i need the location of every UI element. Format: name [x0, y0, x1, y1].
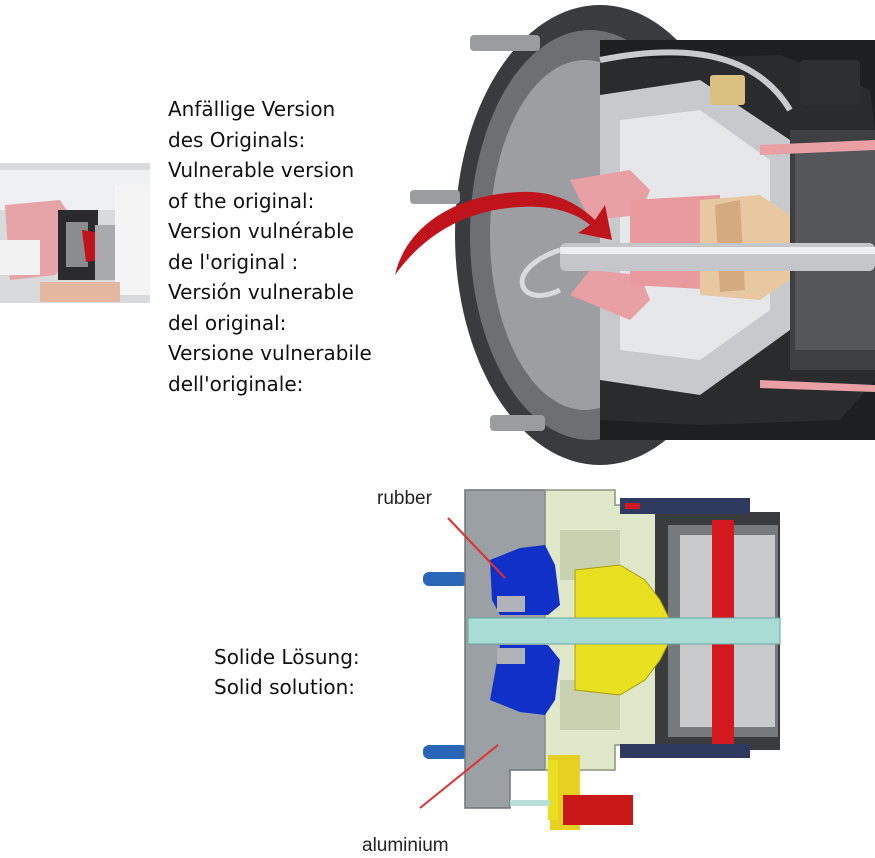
label-line: del original:: [168, 310, 287, 335]
solid-solution-schematic: [423, 489, 781, 830]
label-line: of the original:: [168, 188, 315, 213]
inset-detail-image: [0, 163, 150, 303]
label-line: des Originals:: [168, 127, 306, 152]
label-line: Version vulnérable: [168, 219, 354, 243]
label-line: Versión vulnerable: [168, 280, 354, 304]
label-line: dell'originale:: [168, 371, 304, 396]
solid-solution-label: Solide Lösung: Solid solution:: [214, 642, 360, 702]
aluminium-callout-line: [419, 744, 499, 809]
aluminium-callout-label: aluminium: [362, 835, 449, 856]
rubber-callout-line: [447, 517, 506, 579]
pointer-arrow-icon: [395, 191, 612, 275]
vulnerable-cutaway-image: [410, 5, 875, 465]
rubber-callout-label: rubber: [377, 488, 432, 509]
label-line: de l'original :: [168, 249, 299, 274]
label-line: Versione vulnerabile: [168, 341, 372, 365]
label-line: Anfällige Version: [168, 97, 336, 121]
vulnerable-version-label: Anfällige Version des Originals: Vulnera…: [168, 94, 372, 399]
label-line: Solid solution:: [214, 675, 356, 699]
label-line: Vulnerable version: [168, 158, 355, 182]
label-line: Solide Lösung:: [214, 645, 360, 669]
